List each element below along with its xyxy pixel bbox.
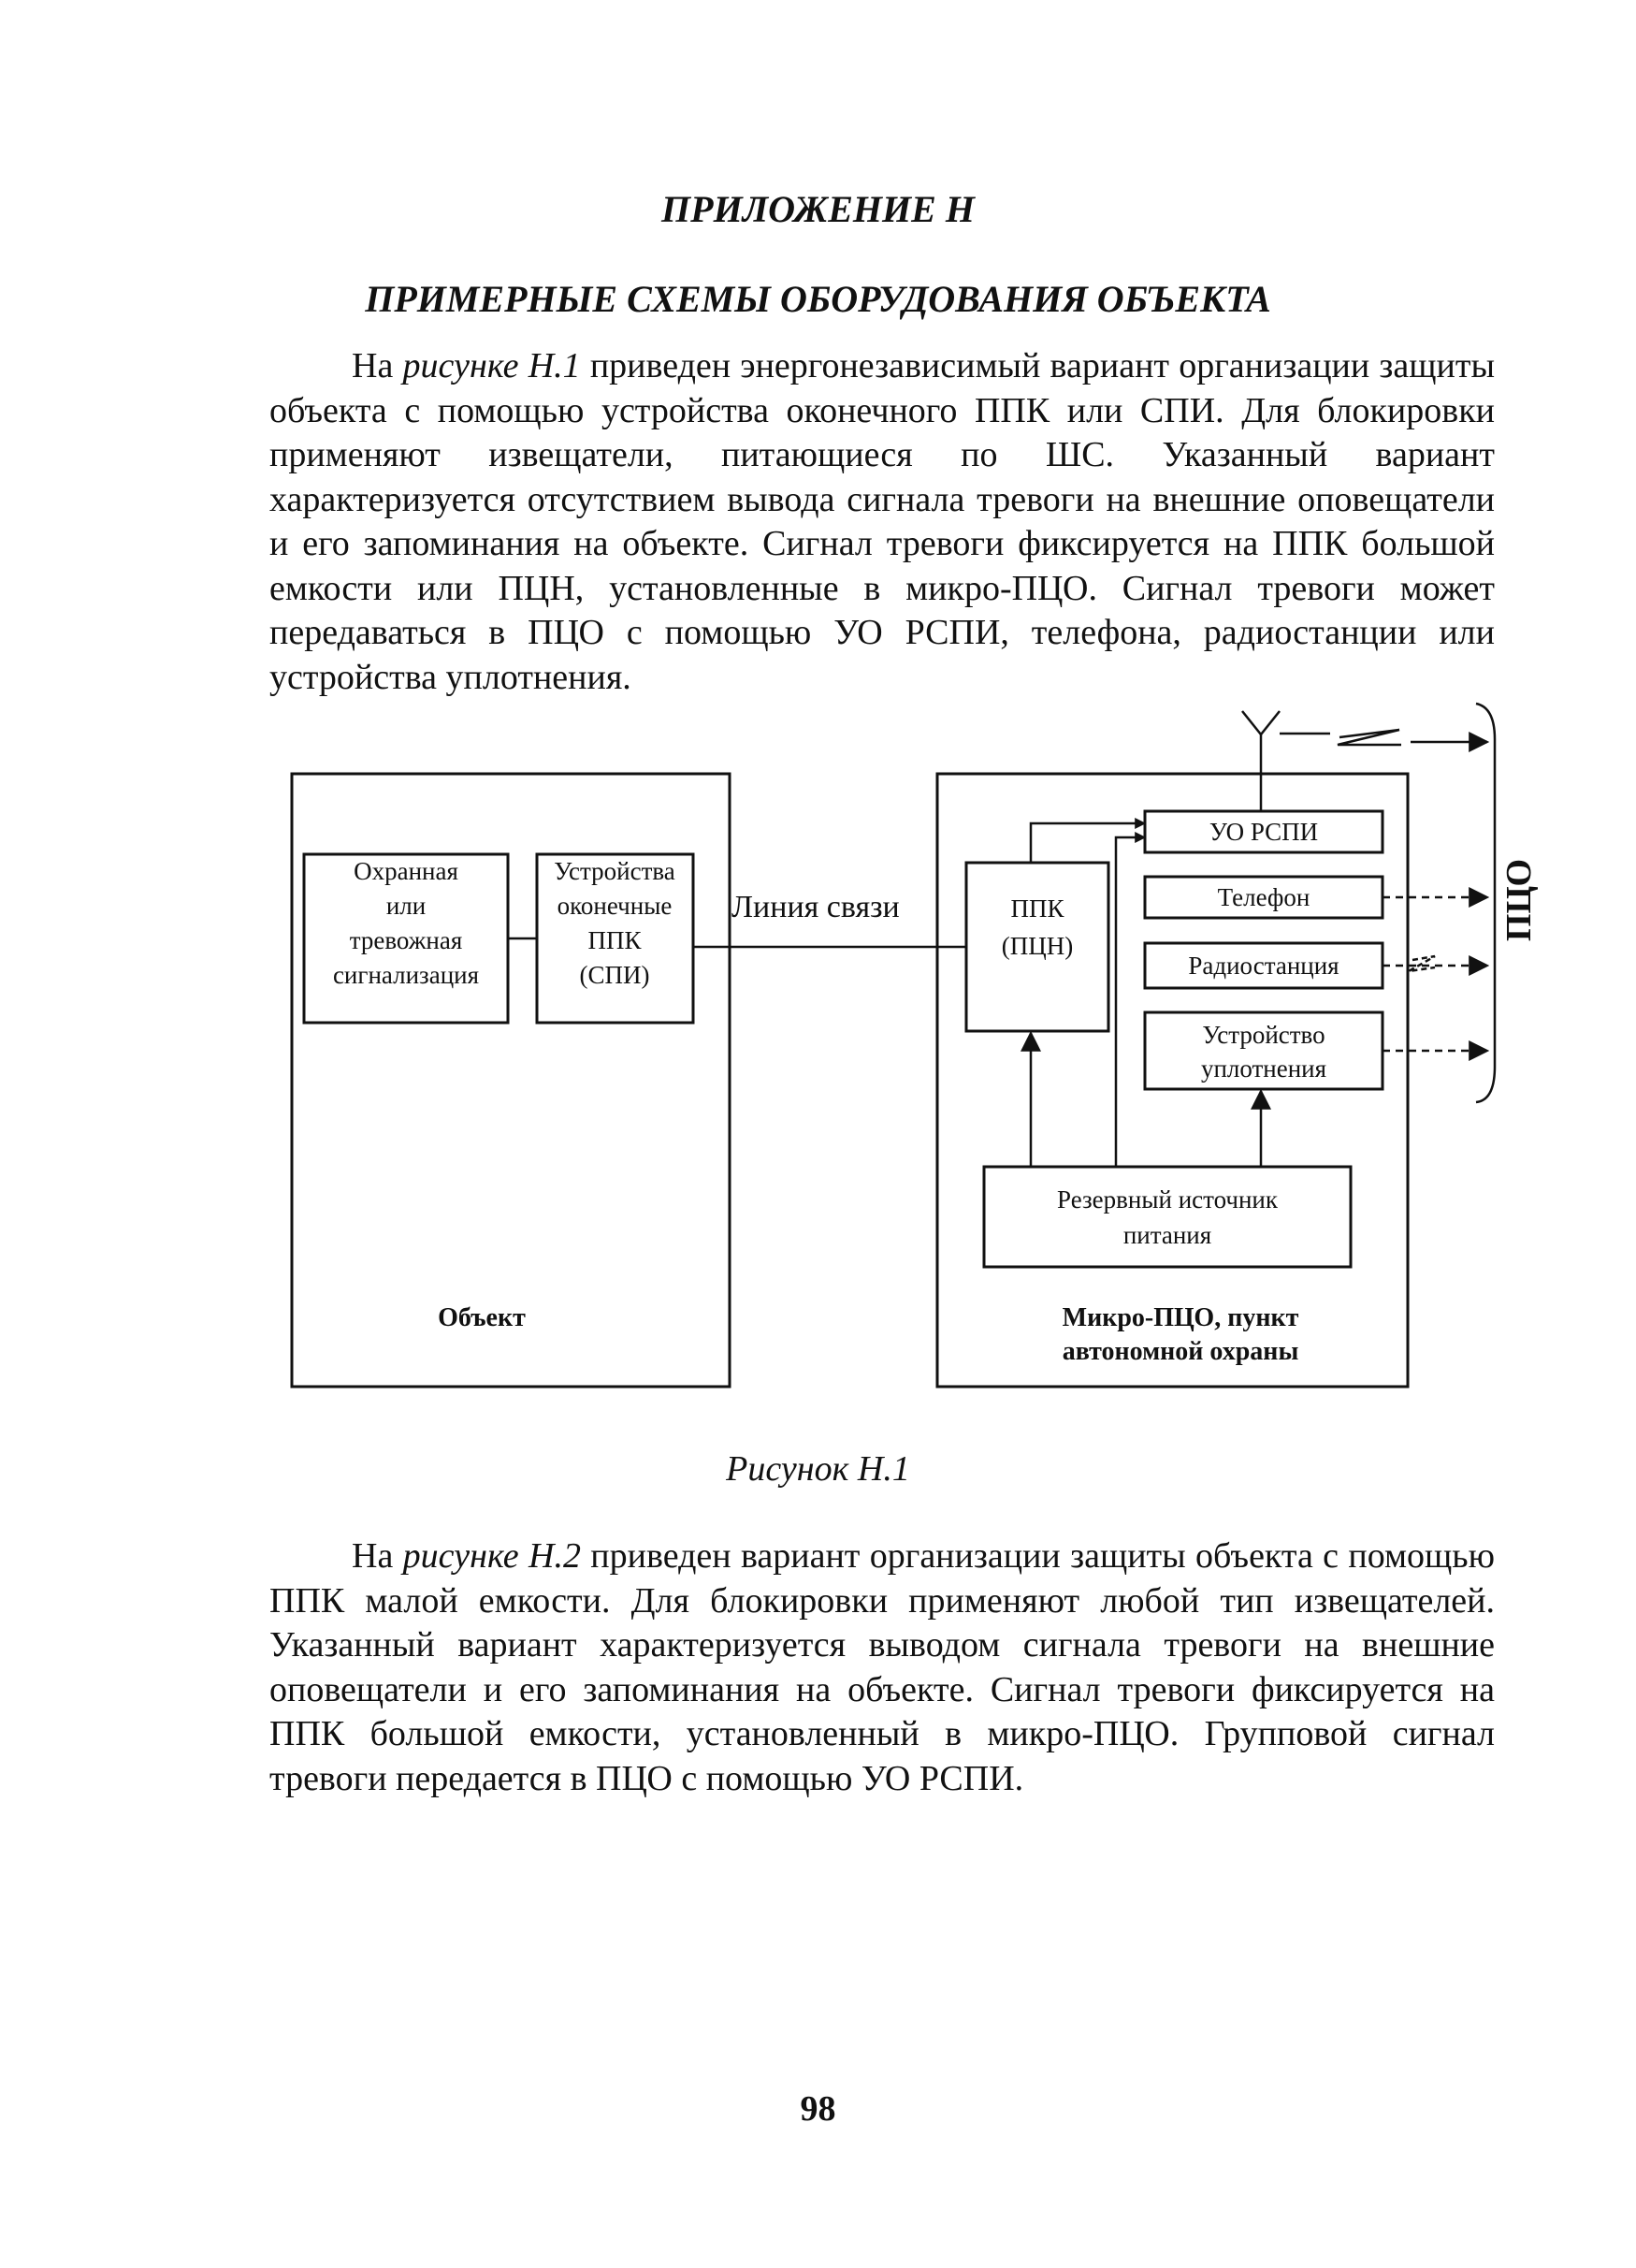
figure-reference: рисунке Н.1 bbox=[402, 346, 581, 385]
paragraph-2: На рисунке Н.2 приведен вариант организа… bbox=[269, 1534, 1495, 1801]
alarm-system-label: тревожная bbox=[350, 926, 463, 954]
power-supply-box bbox=[982, 1165, 1353, 1269]
object-box bbox=[290, 772, 731, 1388]
multiplexer-label: уплотнения bbox=[1201, 1054, 1326, 1083]
micro-pco-label: автономной охраны bbox=[1063, 1337, 1299, 1366]
paragraph-2-body: приведен вариант организации защиты объе… bbox=[269, 1536, 1496, 1798]
figure-reference: рисунке Н.2 bbox=[402, 1536, 581, 1576]
ppk-label: ППК bbox=[1010, 894, 1064, 923]
micro-pco-label: Микро-ПЦО, пункт bbox=[1063, 1303, 1299, 1332]
alarm-system-label: Охранная bbox=[354, 857, 458, 885]
paragraph-2-start: На bbox=[352, 1536, 403, 1576]
terminal-device-label: оконечные bbox=[557, 892, 673, 920]
uo-rspi-label: УО РСПИ bbox=[1209, 818, 1318, 846]
paragraph-1-body: приведен энергонезависимый вариант орган… bbox=[269, 346, 1495, 697]
radio-label: Радиостанция bbox=[1188, 952, 1339, 980]
ppk-label: (ПЦН) bbox=[1002, 932, 1073, 960]
page-number: 98 bbox=[800, 2089, 836, 2129]
terminal-device-label: Устройства bbox=[554, 857, 675, 885]
terminal-device-label: (СПИ) bbox=[580, 961, 650, 989]
comm-line-label: Линия связи bbox=[731, 890, 900, 924]
terminal-device-label: ППК bbox=[587, 926, 642, 954]
paragraph-1-start: На bbox=[352, 346, 403, 385]
alarm-system-label: сигнализация bbox=[333, 961, 479, 989]
alarm-system-label: или bbox=[386, 892, 426, 920]
pco-label: ПЦО bbox=[1499, 859, 1539, 941]
telephone-label: Телефон bbox=[1218, 883, 1310, 911]
power-supply-label: питания bbox=[1123, 1221, 1211, 1249]
appendix-title: ПРИЛОЖЕНИЕ Н bbox=[661, 188, 975, 230]
power-supply-label: Резервный источник bbox=[1057, 1185, 1279, 1214]
paragraph-1: На рисунке Н.1 приведен энергонезависимы… bbox=[269, 344, 1495, 700]
section-title: ПРИМЕРНЫЕ СХЕМЫ ОБОРУДОВАНИЯ ОБЪЕКТА bbox=[365, 278, 1271, 320]
figure-caption: Рисунок Н.1 bbox=[726, 1449, 910, 1489]
multiplexer-label: Устройство bbox=[1202, 1021, 1325, 1049]
micro-pco-box bbox=[935, 772, 1410, 1388]
object-label: Объект bbox=[438, 1303, 526, 1332]
